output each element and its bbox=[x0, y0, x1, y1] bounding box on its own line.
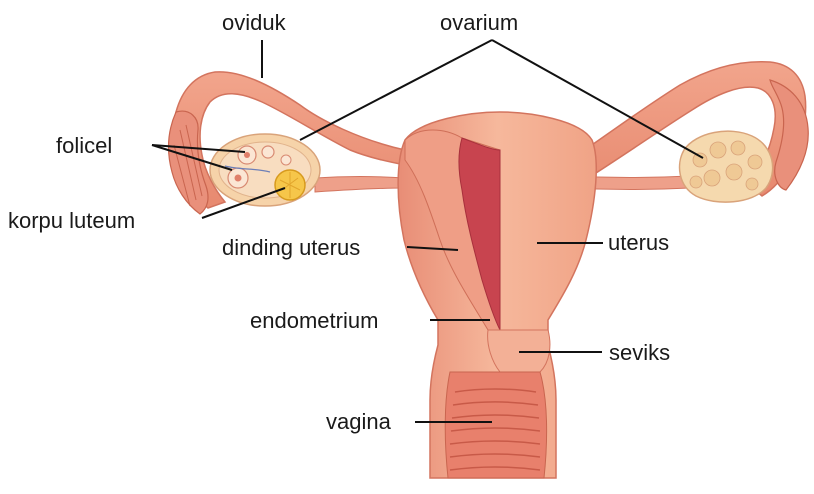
label-uterus: uterus bbox=[608, 232, 669, 254]
label-endometrium: endometrium bbox=[250, 310, 378, 332]
vagina bbox=[445, 372, 546, 478]
follicle-4 bbox=[281, 155, 291, 165]
label-seviks: seviks bbox=[609, 342, 670, 364]
label-korpu-luteum: korpu luteum bbox=[8, 210, 135, 232]
label-folicel: folicel bbox=[56, 135, 112, 157]
label-oviduk: oviduk bbox=[222, 12, 286, 34]
label-ovarium: ovarium bbox=[440, 12, 518, 34]
follicle-2 bbox=[262, 146, 274, 158]
label-vagina: vagina bbox=[326, 411, 391, 433]
left-ovarian-ligament bbox=[315, 177, 405, 193]
label-dinding-uterus: dinding uterus bbox=[222, 237, 360, 259]
